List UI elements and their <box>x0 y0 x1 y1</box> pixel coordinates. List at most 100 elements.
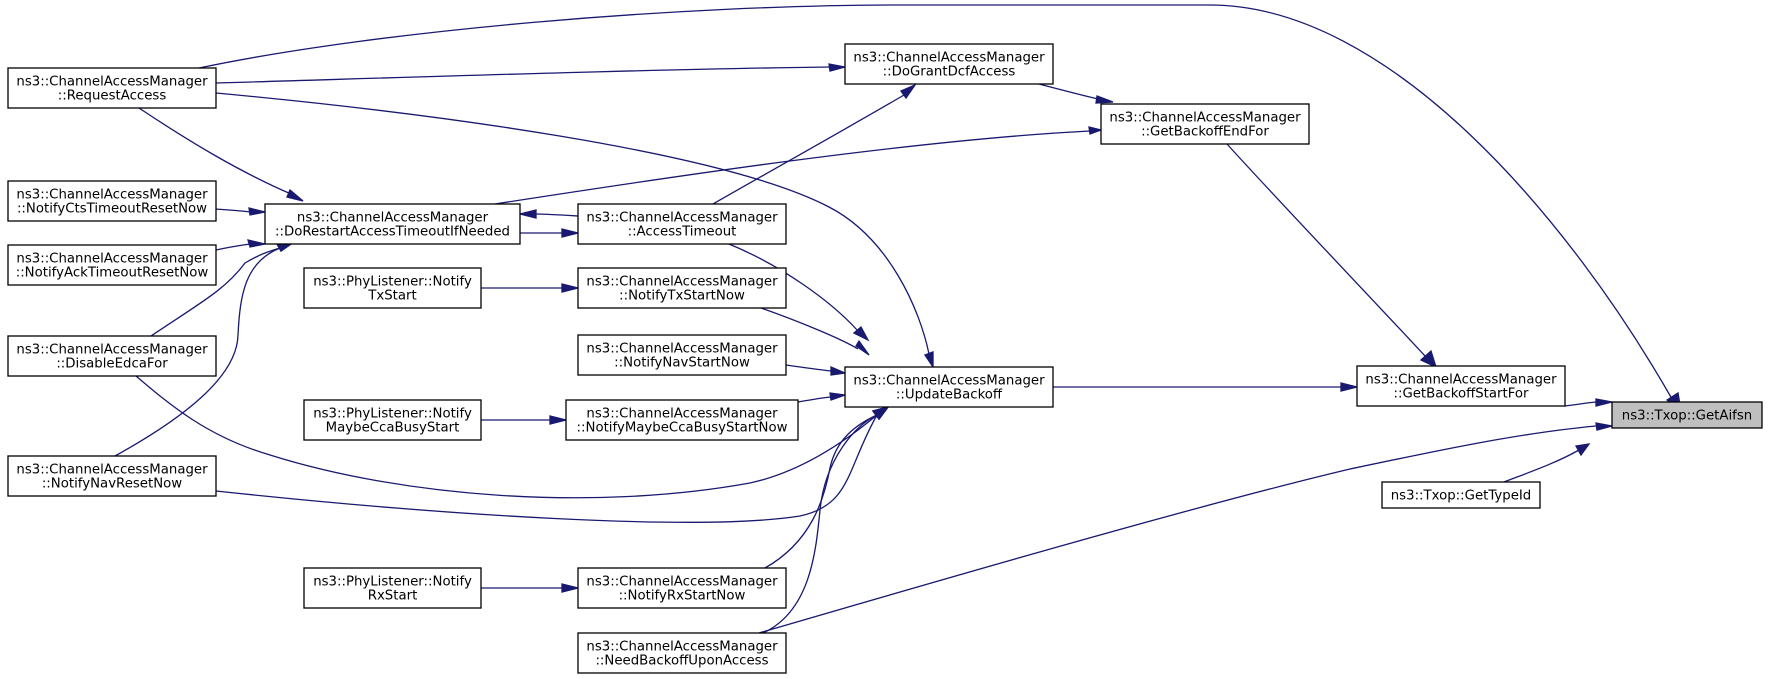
node-requestaccess[interactable]: ns3::ChannelAccessManager::RequestAccess <box>7 67 217 109</box>
edge-gettypeid-to-getaifsn <box>1503 443 1591 483</box>
edge-getbackoffstartfor-to-getaifsn <box>1564 398 1613 407</box>
node-box <box>577 267 787 309</box>
edge-dorestartaccesstimeoutifneeded-to-accesstimeout <box>520 228 579 238</box>
node-phy_maybeccabusystart[interactable]: ns3::PhyListener::NotifyMaybeCcaBusyStar… <box>303 399 482 441</box>
node-phy_rxstart[interactable]: ns3::PhyListener::NotifyRxStart <box>303 567 482 609</box>
node-box <box>7 67 217 109</box>
node-label-line: ns3::Txop::GetTypeId <box>1391 489 1532 504</box>
edge-dograntdcfaccess-to-getbackoffendfor <box>1038 83 1114 104</box>
arrowhead <box>1595 398 1613 407</box>
arrowhead <box>286 188 304 202</box>
node-box <box>577 632 787 674</box>
edge-needbackoffuponaccess-to-updatebackoff <box>762 405 890 634</box>
edge-line <box>138 107 292 195</box>
node-label-line: ns3::ChannelAccessManager <box>16 343 208 358</box>
node-label-line: ns3::ChannelAccessManager <box>853 51 1045 66</box>
edge-notifytxstartnow-to-updatebackoff <box>760 307 870 356</box>
edge-line <box>1564 401 1597 407</box>
arrowhead <box>1088 126 1104 135</box>
edge-line <box>1038 83 1099 100</box>
node-label-line: ns3::PhyListener::Notify <box>313 407 472 422</box>
edge-line <box>494 130 1091 205</box>
arrowhead <box>924 351 934 370</box>
node-label-line: ns3::ChannelAccessManager <box>586 342 778 357</box>
node-notifyacktimeoutresetnow[interactable]: ns3::ChannelAccessManager::NotifyAckTime… <box>7 244 217 286</box>
node-needbackoffuponaccess[interactable]: ns3::ChannelAccessManager::NeedBackoffUp… <box>577 632 787 674</box>
node-phy_txstart[interactable]: ns3::PhyListener::NotifyTxStart <box>303 267 482 309</box>
node-label-line: ::NotifyRxStartNow <box>619 589 746 604</box>
arrowhead <box>275 243 294 252</box>
edge-line <box>760 307 859 350</box>
node-label-line: ns3::ChannelAccessManager <box>586 640 778 655</box>
edge-phy_txstart-to-notifytxstartnow <box>481 283 579 293</box>
node-box <box>303 399 482 441</box>
node-box <box>1381 481 1541 509</box>
node-label-line: ::NotifyCtsTimeoutResetNow <box>17 202 207 217</box>
node-box <box>7 244 217 286</box>
node-box <box>264 203 521 245</box>
edge-line <box>785 364 832 372</box>
node-label-line: ::DoRestartAccessTimeoutIfNeeded <box>275 225 510 240</box>
node-notifytxstartnow[interactable]: ns3::ChannelAccessManager::NotifyTxStart… <box>577 267 787 309</box>
arrowhead <box>1340 382 1358 392</box>
arrowhead <box>1574 443 1591 457</box>
edge-line <box>758 425 1597 634</box>
edge-line <box>215 208 251 213</box>
edge-line <box>712 94 905 205</box>
node-label-line: ns3::PhyListener::Notify <box>313 275 472 290</box>
edge-accesstimeout-to-dorestartaccesstimeoutifneeded <box>519 209 579 219</box>
node-label-line: ns3::ChannelAccessManager <box>16 188 208 203</box>
node-getbackoffstartfor[interactable]: ns3::ChannelAccessManager::GetBackoffSta… <box>1356 365 1566 407</box>
node-notifyctstimeoutresetnow[interactable]: ns3::ChannelAccessManager::NotifyCtsTime… <box>7 180 217 222</box>
node-label-line: ns3::ChannelAccessManager <box>297 211 489 226</box>
node-getaifsn[interactable]: ns3::Txop::GetAifsn <box>1611 401 1763 429</box>
arrowhead <box>248 207 266 216</box>
node-label-line: ns3::ChannelAccessManager <box>16 252 208 267</box>
edge-line <box>150 247 281 337</box>
node-box <box>1356 365 1566 407</box>
arrowhead <box>828 63 846 72</box>
edges-layer <box>114 4 1682 634</box>
edge-notifymaybeccabusystartnow-to-updatebackoff <box>797 392 846 403</box>
node-label-line: ::NotifyMaybeCcaBusyStartNow <box>577 421 788 436</box>
node-box <box>844 43 1054 85</box>
arrowhead <box>561 283 579 293</box>
node-label-line: ns3::ChannelAccessManager <box>853 374 1045 389</box>
node-box <box>1611 401 1763 429</box>
edge-requestaccess-to-dorestartaccesstimeoutifneeded <box>138 107 304 202</box>
node-notifynavresetnow[interactable]: ns3::ChannelAccessManager::NotifyNavRese… <box>7 455 217 497</box>
node-getbackoffendfor[interactable]: ns3::ChannelAccessManager::GetBackoffEnd… <box>1100 103 1310 145</box>
edge-phy_maybeccabusystart-to-notifymaybeccabusystartnow <box>481 415 567 425</box>
arrowhead <box>1095 95 1114 104</box>
node-disableedcafor[interactable]: ns3::ChannelAccessManager::DisableEdcaFo… <box>7 335 217 377</box>
node-label-line: ns3::ChannelAccessManager <box>586 211 778 226</box>
node-gettypeid[interactable]: ns3::Txop::GetTypeId <box>1381 481 1541 509</box>
node-updatebackoff[interactable]: ns3::ChannelAccessManager::UpdateBackoff <box>844 366 1054 408</box>
node-label-line: ns3::ChannelAccessManager <box>1365 373 1557 388</box>
node-dograntdcfaccess[interactable]: ns3::ChannelAccessManager::DoGrantDcfAcc… <box>844 43 1054 85</box>
node-accesstimeout[interactable]: ns3::ChannelAccessManager::AccessTimeout <box>577 203 787 245</box>
node-label-line: ::RequestAccess <box>58 89 167 104</box>
node-label-line: ::DisableEdcaFor <box>56 357 168 372</box>
node-label-line: TxStart <box>367 289 416 304</box>
node-label-line: ::NotifyNavResetNow <box>42 477 182 492</box>
node-label-line: ::NotifyAckTimeoutResetNow <box>16 266 209 281</box>
node-notifyrxstartnow[interactable]: ns3::ChannelAccessManager::NotifyRxStart… <box>577 567 787 609</box>
edge-dorestartaccesstimeoutifneeded-to-getbackoffendfor <box>494 126 1104 205</box>
node-label-line: ::GetBackoffStartFor <box>1393 387 1529 402</box>
node-notifymaybeccabusystartnow[interactable]: ns3::ChannelAccessManager::NotifyMaybeCc… <box>565 399 799 441</box>
edge-line <box>797 396 832 403</box>
node-notifynavstartnow[interactable]: ns3::ChannelAccessManager::NotifyNavStar… <box>577 334 787 376</box>
edge-needbackoffuponaccess-to-getaifsn <box>758 422 1613 634</box>
node-box <box>577 203 787 245</box>
arrowhead <box>900 83 917 100</box>
edge-line <box>198 4 1673 400</box>
edge-line <box>215 243 251 251</box>
node-box <box>1100 103 1310 145</box>
node-box <box>7 455 217 497</box>
edge-line <box>533 213 579 217</box>
edge-line <box>215 414 878 523</box>
node-dorestartaccesstimeoutifneeded[interactable]: ns3::ChannelAccessManager::DoRestartAcce… <box>264 203 521 245</box>
edge-getbackoffendfor-to-getbackoffstartfor <box>1226 143 1438 369</box>
